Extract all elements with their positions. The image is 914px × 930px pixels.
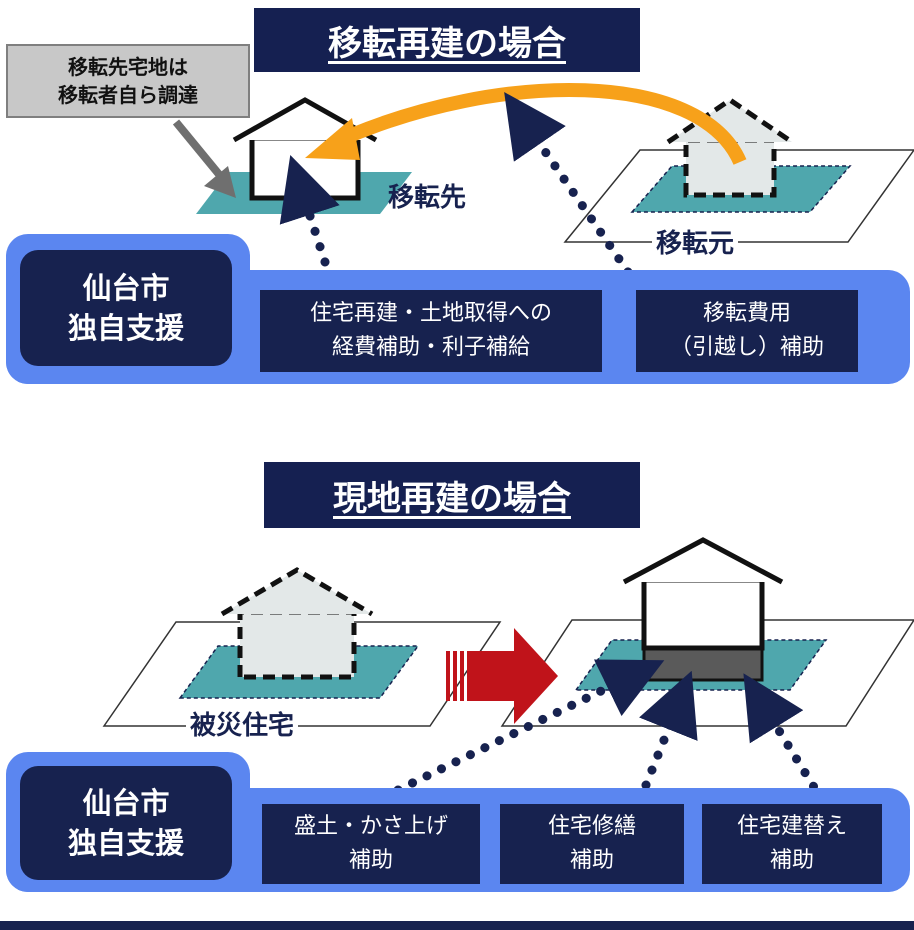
- dotted-line-repair: [635, 670, 698, 805]
- box-line: 盛土・かさ上げ: [293, 814, 448, 839]
- bottom-rule: [0, 921, 914, 930]
- box-line: （引越し）補助: [669, 335, 824, 360]
- box-line: 移転費用: [702, 301, 791, 326]
- moving-cost-subsidy-box: 移転費用 （引越し）補助: [636, 290, 858, 372]
- callout-pointer-arrow: [172, 119, 236, 198]
- box-line: 住宅再建・土地取得への: [309, 301, 552, 326]
- dotted-line-embankment: [393, 659, 665, 795]
- rebuild-subsidy-box: 住宅建替え 補助: [702, 804, 882, 884]
- raised-foundation: [642, 646, 764, 682]
- box-line: 補助: [569, 848, 614, 873]
- relocation-title: 移転再建の場合: [254, 8, 640, 72]
- repair-subsidy-box: 住宅修繕 補助: [500, 804, 684, 884]
- relocation-arrow: [305, 83, 747, 166]
- box-line: 補助: [348, 848, 393, 873]
- box-line: 経費補助・利子補給: [331, 335, 530, 360]
- support-label-line-2: 独自支援: [67, 311, 184, 345]
- support-label-line-2: 独自支援: [67, 826, 184, 860]
- box-line: 住宅建替え: [736, 814, 847, 839]
- rebuild-arrow: [446, 628, 558, 724]
- origin-label: 移転元: [652, 228, 739, 260]
- box-line: 住宅修繕: [547, 814, 636, 839]
- callout-line-1: 移転先宅地は: [68, 55, 188, 79]
- support-label-line-1: 仙台市: [82, 786, 170, 820]
- damaged-house-label: 被災住宅: [186, 710, 299, 742]
- dotted-line-rebuild: [743, 673, 827, 805]
- callout-line-2: 移転者自ら調達: [58, 83, 198, 107]
- onsite-title: 現地再建の場合: [264, 462, 640, 528]
- dotted-line-to-destination: [279, 155, 340, 267]
- destination-label: 移転先: [388, 183, 467, 213]
- relocation-support-label: 仙台市 独自支援: [20, 250, 232, 366]
- rebuilt-house-icon: [622, 537, 784, 651]
- embankment-subsidy-box: 盛土・かさ上げ 補助: [262, 804, 480, 884]
- housing-cost-subsidy-box: 住宅再建・土地取得への 経費補助・利子補給: [260, 290, 602, 372]
- relocation-callout: 移転先宅地は 移転者自ら調達: [6, 44, 250, 118]
- box-line: 補助: [769, 848, 814, 873]
- support-label-line-1: 仙台市: [82, 271, 170, 305]
- onsite-support-label: 仙台市 独自支援: [20, 766, 232, 880]
- damaged-house-icon: [220, 567, 374, 680]
- origin-house-icon: [666, 96, 794, 198]
- dotted-line-to-origin: [504, 92, 633, 277]
